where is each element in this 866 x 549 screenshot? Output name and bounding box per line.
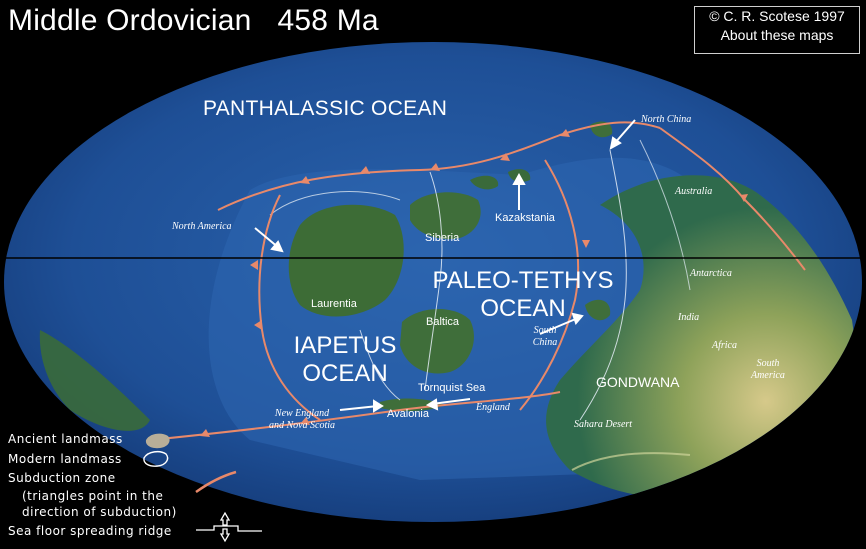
iapetus-ocean-label: IAPETUS OCEAN bbox=[290, 332, 400, 388]
gondwana-label: GONDWANA bbox=[596, 374, 680, 390]
subduction-line-icon bbox=[195, 470, 237, 494]
india-label: India bbox=[678, 312, 700, 323]
england-label: England bbox=[476, 402, 510, 413]
south-america-label: South America bbox=[748, 358, 788, 382]
laurentia-label: Laurentia bbox=[311, 298, 357, 310]
spreading-ridge-icon bbox=[196, 511, 262, 543]
subduction-zone-north bbox=[217, 121, 661, 211]
period-name: Middle Ordovician bbox=[8, 4, 252, 37]
subduction-zone-tethys bbox=[519, 159, 580, 411]
australia-label: Australia bbox=[675, 186, 713, 197]
south-china-line-2: China bbox=[532, 337, 558, 348]
avalonia-landmass bbox=[380, 398, 445, 412]
legend-spreading-ridge: Sea floor spreading ridge bbox=[8, 524, 172, 538]
new-england-label: New England and Nova Scotia bbox=[262, 408, 342, 432]
subduction-zone-south bbox=[149, 391, 561, 441]
siberia-landmass bbox=[410, 192, 481, 240]
south-china-line-1: South bbox=[533, 325, 557, 336]
legend-ancient-landmass: Ancient landmass bbox=[8, 432, 123, 446]
laurentia-landmass bbox=[288, 204, 404, 317]
panthalassic-ocean-label: PANTHALASSIC OCEAN bbox=[203, 97, 448, 120]
gondwana-landmass bbox=[546, 175, 860, 499]
south-america-line-2: America bbox=[751, 370, 785, 381]
iapetus-line-2: OCEAN bbox=[302, 360, 388, 387]
africa-label: Africa bbox=[712, 340, 737, 351]
new-england-line-1: New England bbox=[274, 408, 330, 419]
legend-subduction-note-1: (triangles point in the bbox=[22, 489, 164, 503]
legend-subduction-zone: Subduction zone bbox=[8, 471, 116, 485]
south-china-label: South China bbox=[528, 325, 562, 349]
copyright-text: © C. R. Scotese 1997 bbox=[709, 8, 845, 24]
kazakstania-label: Kazakstania bbox=[495, 212, 555, 224]
sahara-desert-label: Sahara Desert bbox=[574, 419, 633, 430]
paleo-tethys-line-2: OCEAN bbox=[480, 295, 566, 322]
legend-subduction-note-2: direction of subduction) bbox=[22, 505, 177, 519]
north-china-label: North China bbox=[641, 114, 692, 125]
credit-box[interactable]: © C. R. Scotese 1997 About these maps bbox=[694, 6, 860, 54]
age-label: 458 Ma bbox=[277, 4, 379, 37]
paleo-tethys-ocean-label: PALEO-TETHYS OCEAN bbox=[428, 267, 618, 323]
ancient-landmass-swatch-icon bbox=[145, 433, 170, 449]
legend-modern-landmass: Modern landmass bbox=[8, 452, 122, 466]
baltica-landmass bbox=[400, 308, 474, 374]
map-title: Middle Ordovician 458 Ma bbox=[8, 4, 405, 38]
antarctica-label: Antarctica bbox=[690, 268, 732, 279]
siberia-label: Siberia bbox=[425, 232, 460, 244]
iapetus-line-1: IAPETUS bbox=[293, 332, 397, 359]
north-america-label: North America bbox=[172, 221, 232, 232]
about-maps-link[interactable]: About these maps bbox=[720, 27, 834, 43]
paleo-tethys-line-1: PALEO-TETHYS bbox=[432, 267, 614, 294]
avalonia-label: Avalonia bbox=[387, 408, 429, 420]
baltica-label: Baltica bbox=[426, 316, 460, 328]
modern-landmass-outline-icon bbox=[143, 450, 169, 467]
tornquist-sea-label: Tornquist Sea bbox=[418, 382, 486, 394]
south-america-line-1: South bbox=[756, 358, 780, 369]
new-england-line-2: and Nova Scotia bbox=[268, 420, 336, 431]
